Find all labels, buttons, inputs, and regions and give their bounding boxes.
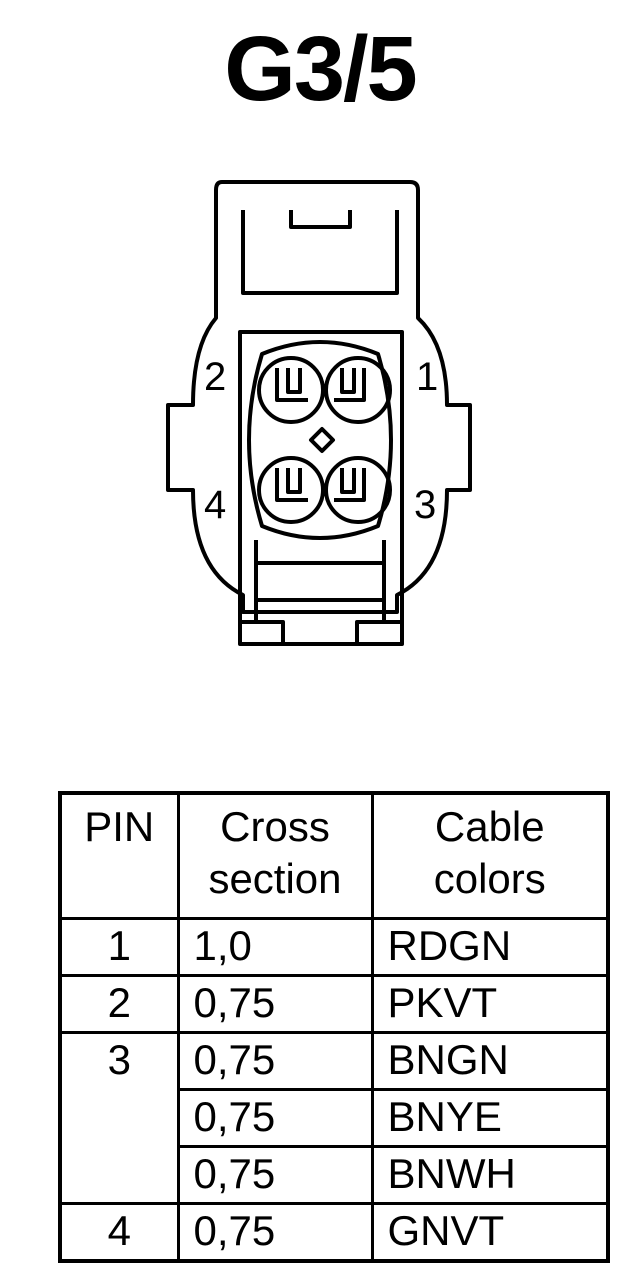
table-row: 0,75 BNWH	[58, 1145, 610, 1205]
latch-tab	[289, 210, 352, 229]
pin-cluster-outline	[247, 340, 393, 540]
cross-section-cell: 0,75	[176, 1088, 374, 1148]
center-key-diamond	[309, 427, 335, 453]
cable-color-cell: RDGN	[370, 917, 610, 977]
connector-title: G3/5	[224, 18, 417, 120]
connector-housing	[166, 180, 472, 614]
pin-label-4: 4	[204, 483, 226, 527]
pin-1	[324, 356, 392, 424]
pin-3	[324, 456, 392, 524]
cross-section-cell: 0,75	[176, 1031, 374, 1091]
pin-label-3: 3	[414, 483, 436, 527]
pin-4	[257, 456, 325, 524]
latch-arm	[241, 210, 399, 295]
pin-cell: 3	[58, 1031, 180, 1090]
pin-cavity-frame	[238, 330, 404, 646]
pin-cell: 1	[58, 917, 180, 977]
lower-rails	[254, 540, 386, 622]
cable-color-cell: BNGN	[370, 1031, 610, 1091]
cross-section-cell: 0,75	[176, 1145, 374, 1205]
pin-cell: 4	[58, 1202, 180, 1263]
table-row: 3 0,75 BNGN	[58, 1031, 610, 1091]
cable-color-cell: PKVT	[370, 974, 610, 1034]
table-row: 0,75 BNYE	[58, 1088, 610, 1148]
pin-cell	[58, 1146, 180, 1205]
cable-color-cell: BNYE	[370, 1088, 610, 1148]
pin-label-1: 1	[416, 355, 438, 399]
table-row: 4 0,75 GNVT	[58, 1202, 610, 1263]
pin-label-2: 2	[204, 355, 226, 399]
cable-color-cell: GNVT	[370, 1202, 610, 1263]
cable-color-cell: BNWH	[370, 1145, 610, 1205]
cross-section-cell: 0,75	[176, 1202, 374, 1263]
table-row: 1 1,0 RDGN	[58, 917, 610, 977]
connector-diagram: 2 1 4 3	[166, 180, 472, 646]
pin-2	[257, 356, 325, 424]
pin-cell: 2	[58, 974, 180, 1034]
pin-cell	[58, 1089, 180, 1147]
cross-section-cell: 0,75	[176, 974, 374, 1034]
header-pin: PIN	[58, 791, 180, 920]
table-row: 2 0,75 PKVT	[58, 974, 610, 1034]
cross-section-cell: 1,0	[176, 917, 374, 977]
lower-feet	[240, 620, 402, 644]
